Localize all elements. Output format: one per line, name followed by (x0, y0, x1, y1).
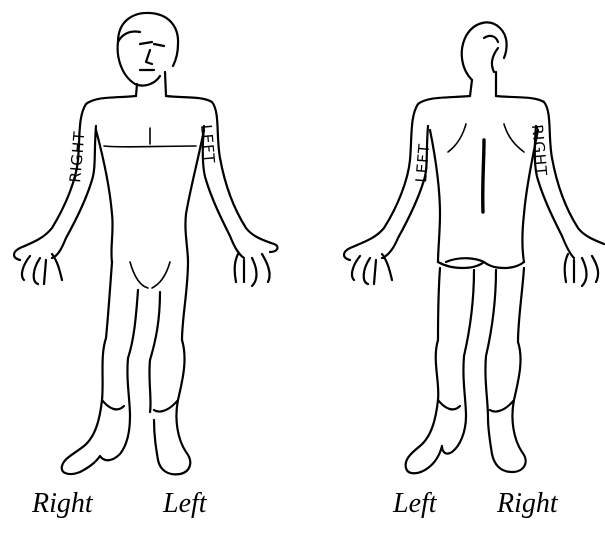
back-left-arm-label: LEFT (412, 143, 433, 184)
back-caption-right: Right (497, 488, 558, 520)
front-caption-left: Left (163, 488, 207, 520)
back-right-arm (496, 96, 604, 286)
front-left-leg (149, 262, 190, 474)
back-left-arm (344, 96, 470, 284)
back-spine (483, 140, 484, 212)
front-groin (130, 262, 170, 288)
front-torso (96, 130, 204, 262)
front-face (118, 42, 164, 86)
front-right-arm (14, 96, 136, 284)
front-chest (104, 128, 196, 147)
back-caption-left: Left (393, 488, 437, 520)
back-shoulder-blades (448, 124, 524, 152)
back-buttocks (438, 258, 524, 268)
back-neck (470, 72, 496, 96)
front-body-figure: RIGHT LEFT (14, 13, 277, 474)
back-body-figure: LEFT RIGHT (344, 22, 604, 473)
front-right-leg (62, 262, 138, 474)
front-left-arm (166, 96, 277, 286)
back-head (462, 22, 507, 80)
front-left-arm-label: LEFT (197, 124, 218, 165)
front-right-arm-label: RIGHT (66, 130, 88, 183)
back-right-leg (485, 268, 525, 472)
front-caption-right: Right (32, 488, 93, 520)
back-left-leg (406, 268, 474, 473)
